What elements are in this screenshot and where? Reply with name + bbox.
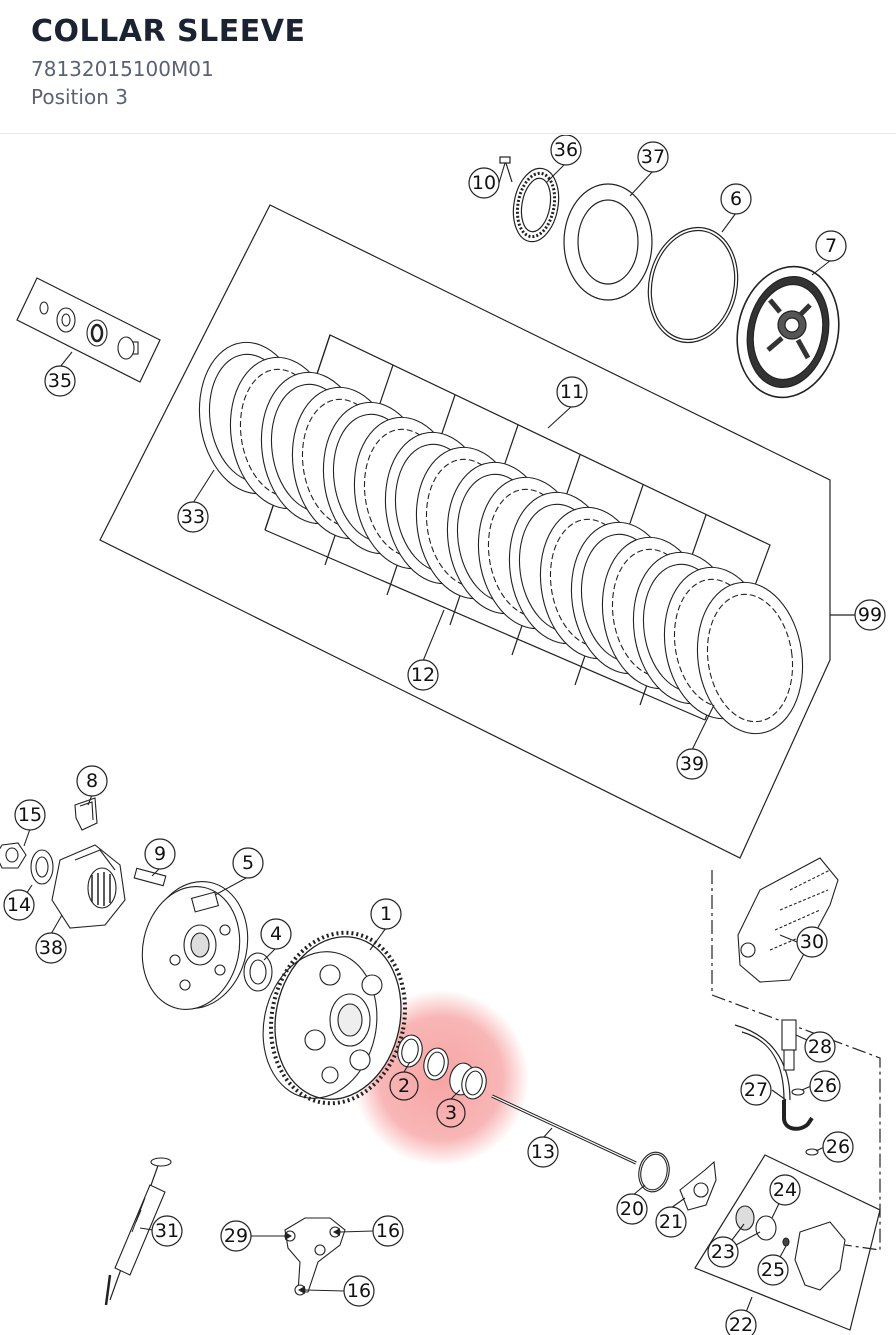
- svg-text:38: 38: [39, 937, 63, 959]
- leader-arrows: [285, 1228, 340, 1294]
- svg-text:13: 13: [531, 1141, 555, 1163]
- callout-9[interactable]: 9: [144, 838, 176, 870]
- callout-31[interactable]: 31: [151, 1215, 183, 1247]
- part-title: COLLAR SLEEVE: [31, 14, 306, 49]
- callout-24[interactable]: 24: [769, 1174, 801, 1206]
- callout-20[interactable]: 20: [616, 1193, 648, 1225]
- svg-text:12: 12: [411, 664, 435, 686]
- callout-99[interactable]: 99: [854, 599, 886, 631]
- svg-text:26: 26: [826, 1136, 850, 1158]
- callout-26-a[interactable]: 26: [809, 1070, 841, 1102]
- callout-14[interactable]: 14: [3, 889, 35, 921]
- callout-5[interactable]: 5: [232, 847, 264, 879]
- part-number: 78132015100M01: [31, 57, 214, 81]
- svg-text:20: 20: [620, 1198, 644, 1220]
- svg-text:37: 37: [641, 146, 665, 168]
- callout-16-a[interactable]: 16: [372, 1215, 404, 1247]
- callout-35[interactable]: 35: [44, 365, 76, 397]
- callout-36[interactable]: 36: [550, 135, 582, 166]
- callout-37[interactable]: 37: [637, 141, 669, 173]
- svg-text:35: 35: [48, 370, 72, 392]
- leader-lines: [18, 162, 832, 1326]
- svg-text:6: 6: [730, 188, 742, 210]
- top-parts: [499, 156, 840, 399]
- svg-text:39: 39: [680, 753, 704, 775]
- svg-text:26: 26: [813, 1075, 837, 1097]
- svg-text:28: 28: [808, 1036, 832, 1058]
- callout-25[interactable]: 25: [757, 1254, 789, 1286]
- callout-21[interactable]: 21: [655, 1206, 687, 1238]
- callout-23[interactable]: 23: [707, 1236, 739, 1268]
- callout-16-b[interactable]: 16: [343, 1275, 375, 1307]
- part-header: COLLAR SLEEVE 78132015100M01 Position 3: [0, 0, 896, 134]
- svg-text:24: 24: [773, 1179, 797, 1201]
- svg-text:30: 30: [800, 931, 824, 953]
- svg-text:16: 16: [376, 1220, 400, 1242]
- callout-27[interactable]: 27: [740, 1074, 772, 1106]
- svg-text:15: 15: [18, 804, 42, 826]
- svg-text:33: 33: [181, 506, 205, 528]
- svg-text:5: 5: [242, 852, 254, 874]
- callout-6[interactable]: 6: [720, 183, 752, 215]
- callout-12[interactable]: 12: [407, 659, 439, 691]
- part-position: Position 3: [31, 85, 128, 109]
- callout-33[interactable]: 33: [177, 501, 209, 533]
- svg-text:29: 29: [224, 1225, 248, 1247]
- svg-text:14: 14: [7, 894, 31, 916]
- svg-text:7: 7: [825, 235, 837, 257]
- callout-8[interactable]: 8: [76, 765, 108, 797]
- callout-4[interactable]: 4: [260, 918, 292, 950]
- callout-10[interactable]: 10: [468, 167, 500, 199]
- position-callouts: 10 36 37 6 7 35 11 33 99 12 39 8 15 9 5 …: [3, 135, 886, 1335]
- callout-30[interactable]: 30: [796, 926, 828, 958]
- callout-15[interactable]: 15: [14, 799, 46, 831]
- callout-7[interactable]: 7: [815, 230, 847, 262]
- callout-2[interactable]: 2: [389, 1071, 419, 1101]
- callout-11[interactable]: 11: [556, 376, 588, 408]
- callout-39[interactable]: 39: [676, 748, 708, 780]
- exploded-clutch-diagram: 10 36 37 6 7 35 11 33 99 12 39 8 15 9 5 …: [0, 135, 886, 1335]
- svg-text:27: 27: [744, 1079, 768, 1101]
- svg-text:25: 25: [761, 1259, 785, 1281]
- callout-26-b[interactable]: 26: [822, 1131, 854, 1163]
- svg-text:1: 1: [380, 903, 392, 925]
- svg-text:9: 9: [154, 843, 166, 865]
- svg-text:8: 8: [86, 770, 98, 792]
- callout-29[interactable]: 29: [220, 1220, 252, 1252]
- callout-1[interactable]: 1: [370, 898, 402, 930]
- lower-parts: [0, 797, 846, 1306]
- svg-text:10: 10: [472, 172, 496, 194]
- svg-text:21: 21: [659, 1211, 683, 1233]
- svg-text:16: 16: [347, 1280, 371, 1302]
- svg-text:23: 23: [711, 1241, 735, 1263]
- callout-38[interactable]: 38: [35, 932, 67, 964]
- svg-text:22: 22: [729, 1314, 753, 1335]
- callout-13[interactable]: 13: [527, 1136, 559, 1168]
- part-35-kit: [39, 301, 139, 360]
- svg-text:36: 36: [554, 139, 578, 161]
- callout-28[interactable]: 28: [804, 1031, 836, 1063]
- svg-text:11: 11: [560, 381, 584, 403]
- callout-22[interactable]: 22: [725, 1309, 757, 1335]
- svg-text:99: 99: [858, 604, 882, 626]
- svg-text:31: 31: [155, 1220, 179, 1242]
- svg-text:3: 3: [445, 1102, 457, 1124]
- callout-3[interactable]: 3: [436, 1098, 466, 1128]
- svg-text:4: 4: [270, 923, 282, 945]
- clutch-plate-stack: [198, 341, 804, 735]
- svg-text:2: 2: [398, 1075, 410, 1097]
